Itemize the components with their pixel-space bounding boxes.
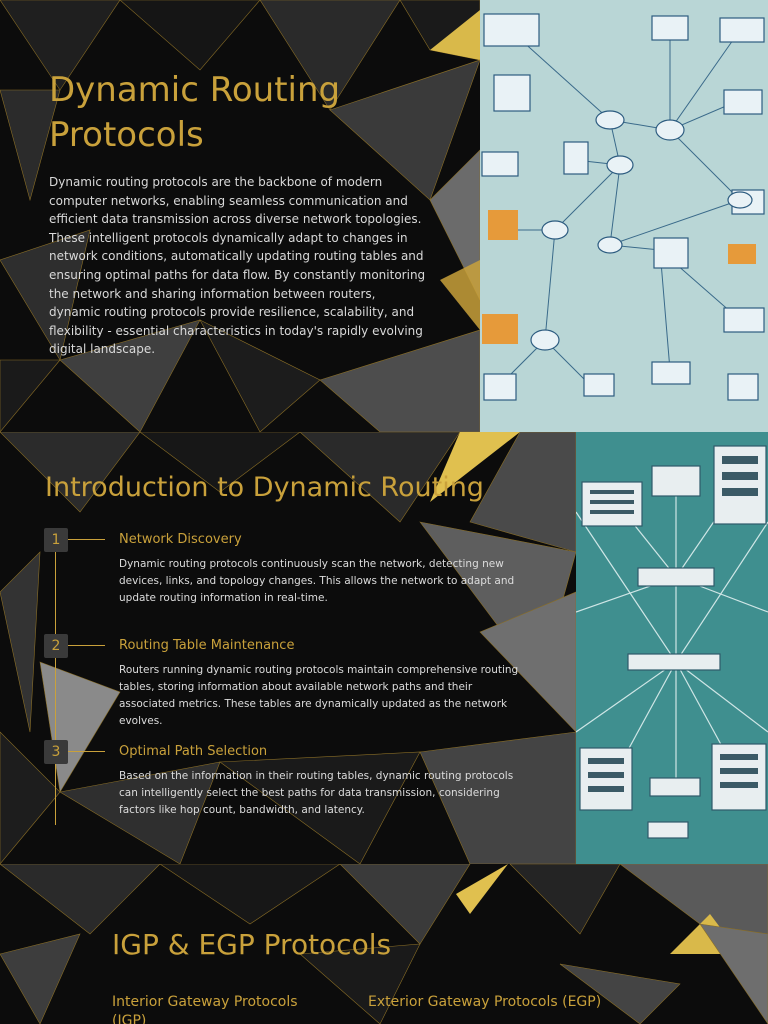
step-title: Optimal Path Selection bbox=[119, 744, 268, 759]
polygon-background bbox=[0, 432, 576, 864]
step-description: Routers running dynamic routing protocol… bbox=[119, 664, 519, 727]
intro-paragraph: Dynamic routing protocols are the backbo… bbox=[49, 175, 426, 357]
step-connector bbox=[68, 539, 105, 540]
slide-introduction: Introduction to Dynamic Routing 1 Networ… bbox=[0, 432, 768, 864]
step-title: Routing Table Maintenance bbox=[119, 638, 295, 653]
step-title: Network Discovery bbox=[119, 532, 242, 547]
slide-dynamic-routing-protocols: Dynamic Routing Protocols Dynamic routin… bbox=[0, 0, 768, 432]
section-title: Introduction to Dynamic Routing bbox=[45, 472, 484, 503]
step-connector bbox=[68, 645, 105, 646]
step-number-badge: 1 bbox=[44, 528, 68, 552]
network-diagram-image bbox=[480, 0, 768, 432]
polygon-background bbox=[0, 864, 768, 1024]
egp-column-heading: Exterior Gateway Protocols (EGP) bbox=[368, 994, 602, 1010]
page-title: Dynamic Routing Protocols bbox=[49, 70, 341, 155]
step-description: Based on the information in their routin… bbox=[119, 770, 514, 816]
step-connector bbox=[68, 751, 105, 752]
slide-igp-egp: IGP & EGP Protocols Interior Gateway Pro… bbox=[0, 864, 768, 1024]
step-number-badge: 2 bbox=[44, 634, 68, 658]
polygon-background bbox=[0, 0, 480, 432]
timeline-line bbox=[55, 532, 56, 825]
igp-column-heading: Interior Gateway Protocols (IGP) bbox=[112, 994, 298, 1024]
step-description: Dynamic routing protocols continuously s… bbox=[119, 558, 515, 604]
section-title: IGP & EGP Protocols bbox=[112, 928, 392, 961]
step-number-badge: 3 bbox=[44, 740, 68, 764]
server-diagram-image bbox=[575, 432, 768, 864]
